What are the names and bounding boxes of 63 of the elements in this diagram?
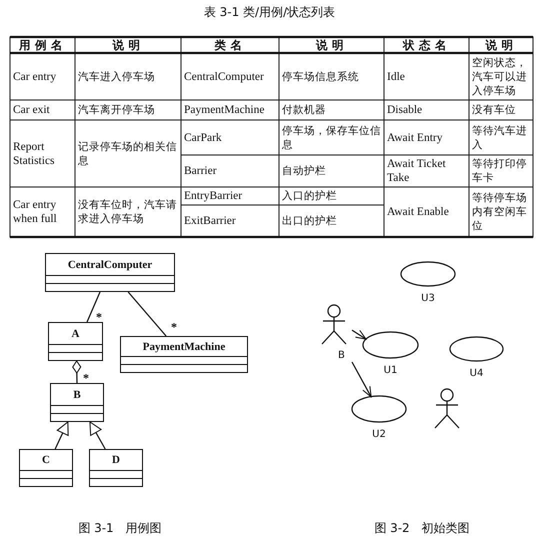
use-case-label: U2 — [372, 429, 386, 441]
use-case-label: U3 — [421, 293, 435, 305]
table-cell-text: PaymentMachine — [184, 103, 264, 117]
class-box — [45, 253, 175, 292]
column-header: 说明 — [112, 38, 144, 52]
class-name: A — [70, 326, 80, 342]
table-cell-text: Disable — [387, 103, 422, 117]
table-cell-text: 汽车离开停车场 — [78, 103, 155, 117]
table-cell-text: EntryBarrier — [184, 189, 242, 203]
class-box — [89, 449, 143, 487]
class-name: PaymentMachine — [142, 340, 226, 354]
table-cell-text: 自动护栏 — [282, 164, 326, 178]
table-cell-text: 入口的护栏 — [282, 189, 337, 203]
table-cell-text: 停车场信息系统 — [282, 70, 359, 84]
class-box — [19, 449, 73, 487]
table-cell-text: 等待打印停车卡 — [472, 157, 528, 185]
table-cell-text: 记录停车场的相关信息 — [78, 140, 178, 168]
actor-label: B — [337, 350, 345, 362]
figure-caption: 图 3-2 初始类图 — [373, 522, 471, 534]
arrow — [351, 362, 372, 398]
class-box — [50, 383, 104, 422]
class-box — [48, 322, 103, 361]
table-cell-text: Await Enable — [387, 205, 449, 219]
column-header: 说明 — [316, 38, 348, 52]
class-box — [120, 336, 248, 373]
generalization-arrow — [89, 422, 106, 450]
table-cell-text: Await Ticket Take — [387, 157, 447, 185]
association-line — [86, 292, 101, 322]
table-title: 表 3-1 类/用例/状态列表 — [202, 6, 336, 18]
column-header: 说明 — [486, 38, 518, 52]
figure-caption: 图 3-1 用例图 — [77, 522, 163, 534]
arrow — [352, 330, 366, 340]
table-cell-text: 停车场，保存车位信息 — [282, 124, 382, 152]
table-cell-text: 没有车位时，汽车请求进入停车场 — [78, 198, 178, 226]
class-name: C — [41, 453, 51, 468]
class-name: CentralComputer — [66, 258, 154, 272]
table-cell-text: Barrier — [184, 164, 217, 178]
class-name: D — [111, 453, 121, 468]
table-cell-text: CarPark — [184, 130, 222, 144]
column-header: 用例名 — [19, 38, 67, 52]
aggregation-line — [72, 360, 82, 384]
table-cell-text: 付款机器 — [282, 103, 326, 117]
table-cell-text: Car entry — [13, 70, 56, 84]
table-cell-text: Car entry when full — [13, 198, 58, 226]
table-cell-text: 等待汽车进入 — [472, 124, 528, 152]
column-header: 类名 — [214, 38, 246, 52]
table-cell-text: 没有车位 — [472, 103, 516, 117]
table-cell-text: 等待停车场内有空闲车位 — [472, 191, 528, 233]
table-cell-text: 汽车进入停车场 — [78, 70, 155, 84]
table-cell-text: Report Statistics — [13, 140, 56, 168]
generalization-arrow — [54, 422, 69, 450]
association-line — [128, 292, 167, 336]
table-cell-text: ExitBarrier — [184, 214, 236, 228]
use-case-label: U1 — [384, 365, 398, 377]
table-cell-text: 出口的护栏 — [282, 214, 337, 228]
table-cell-text: Await Entry — [387, 130, 442, 144]
column-header: 状态名 — [403, 38, 451, 52]
table-cell-text: 空闲状态，汽车可以进入停车场 — [472, 56, 528, 98]
class-name: B — [72, 388, 82, 402]
use-case-label: U4 — [470, 368, 484, 380]
table-cell-text: Idle — [387, 70, 405, 84]
table-cell-text: Car exit — [13, 103, 50, 117]
table-cell-text: CentralComputer — [184, 70, 264, 84]
